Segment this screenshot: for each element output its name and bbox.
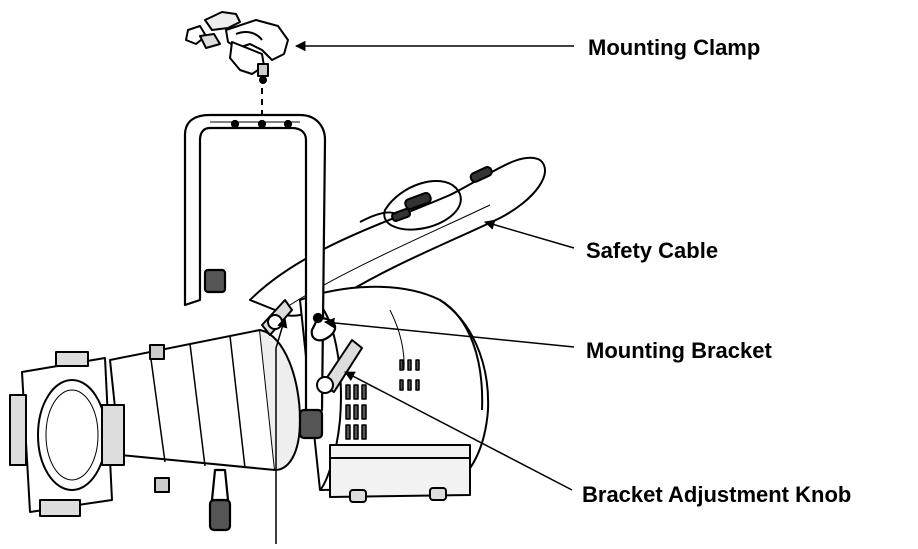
lens-barrel — [109, 329, 301, 493]
leader-pivot — [275, 316, 288, 544]
mounting-clamp — [185, 11, 289, 84]
front-frame — [9, 351, 125, 517]
leader-bracket-knob — [344, 371, 573, 491]
label-safety-cable: Safety Cable — [586, 238, 719, 263]
lamp-housing — [299, 285, 490, 503]
mounting-bracket-shape — [183, 113, 337, 532]
label-mounting-clamp: Mounting Clamp — [588, 35, 761, 60]
label-mounting-bracket: Mounting Bracket — [586, 338, 772, 363]
leader-safety-cable — [483, 219, 575, 249]
leader-mounting-bracket — [323, 317, 575, 348]
callout-lines — [275, 40, 575, 544]
label-bracket-adjustment-knob: Bracket Adjustment Knob — [582, 482, 852, 507]
